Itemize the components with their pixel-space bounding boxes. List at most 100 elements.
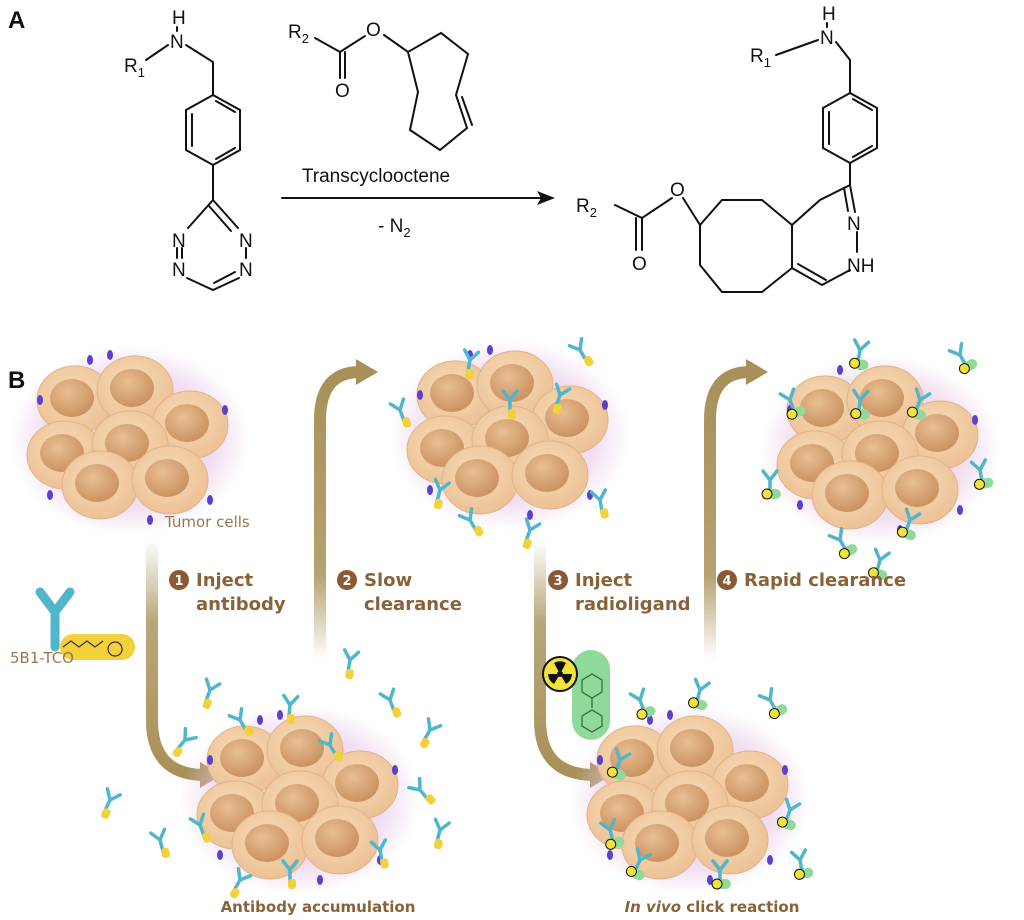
tumor-cell-cluster [390,340,630,530]
antibody-shape [103,787,122,812]
cell-nucleus [800,389,844,427]
tco-tag [419,737,430,749]
antibody [567,336,594,367]
atom-r1: R1 [124,56,145,80]
atom-n: N [172,260,186,281]
antibody-shape [852,388,870,413]
tumor-cell-cluster [570,705,810,895]
antibody [282,693,300,725]
antibody-shape [599,817,617,843]
atom-r1: R1 [750,46,771,70]
antigen-marker [607,850,613,860]
radiolabeled-antibody [778,387,806,420]
antibody [227,706,254,737]
product-molecule: H N R1 N NH O O R2 [576,4,878,293]
antibody-shape [904,507,922,533]
radiation-icon [548,661,572,684]
antibody-shape [433,477,451,503]
antigen-marker [47,490,53,500]
radiolabeled-antibody [789,848,814,880]
antigen-marker [667,710,673,720]
tco-tag [243,725,254,737]
tco-tag [229,887,240,899]
antibody-shape [282,693,300,718]
radiation-icon [786,408,798,420]
atom-n: N [239,231,253,252]
atom-r2: R2 [288,22,309,46]
antibody [457,506,484,537]
antibody [522,517,542,550]
tco-tag [465,368,474,380]
antibody-shape [778,387,796,413]
tumor-cell [96,355,174,425]
antibody-shape [433,817,451,843]
tumor-cell [691,805,769,875]
tumor-cell [531,385,609,455]
antibody-shape [969,458,988,483]
cell-nucleus [165,404,209,442]
antibody [589,488,609,519]
antigen-marker [107,350,113,360]
antigen-marker [972,415,978,425]
tco-tag [402,417,412,428]
tumor-cell [476,350,554,420]
antibody-shape [342,648,361,673]
step-label: Inject [575,570,633,591]
tco-molecule: R2 O O [288,20,473,152]
antigen-marker [207,755,213,765]
antigen-marker [837,365,843,375]
radiolabeled-antibody [757,686,788,720]
arrow-head [746,359,768,385]
antibody-shape [378,687,396,713]
antibody-shape [789,848,808,873]
svg-text:2: 2 [342,574,351,589]
antibody-tco-conjugate [35,587,135,660]
radiation-icon [768,708,780,720]
antibody [281,859,299,889]
cell-nucleus [895,469,939,507]
tco-tag [345,668,354,680]
antibody-shape [873,547,891,573]
arrow-head [356,359,378,385]
cell-nucleus [245,824,289,862]
antigen-marker [257,715,263,725]
tco-tag [473,525,484,537]
reaction-arrow [281,191,555,205]
antigen-marker [527,510,533,520]
antibody [407,776,436,805]
antibody [369,838,389,869]
cell-clusters [10,340,1000,895]
radiolabeled-antibody [896,507,922,541]
tumor-cell [231,810,309,880]
antibody [388,397,412,428]
tco-tag [101,808,111,819]
cell-nucleus [145,459,189,497]
radiation-icon [906,406,918,418]
cell-nucleus [705,819,749,857]
step-label: clearance [364,594,462,615]
antibody [433,477,451,510]
panel-b-label: B [8,367,25,394]
cell-nucleus [430,374,474,412]
tumor-cells-label: Tumor cells [164,513,250,531]
step-label: Inject [196,570,254,591]
antibody-shape [554,382,572,408]
caption-click-reaction: In vivo click reaction [625,898,800,916]
tco-tag [392,707,402,718]
atom-o: O [335,81,350,102]
step-badge [337,570,357,590]
tumor-cell [881,455,959,525]
radiation-icon [636,708,648,720]
radiolabeled-antibody [628,687,656,720]
tco-tag [508,409,516,419]
radiation-icon [896,526,908,538]
antigen-marker [602,400,608,410]
antigen-marker [597,755,603,765]
tumor-cell [131,445,209,515]
atom-o: O [632,254,647,275]
tetrazine-molecule: H N R1 N N N N [124,8,253,292]
radiation-icon [958,363,970,375]
radiolabeled-antibody [761,469,781,500]
cell-nucleus [670,729,714,767]
